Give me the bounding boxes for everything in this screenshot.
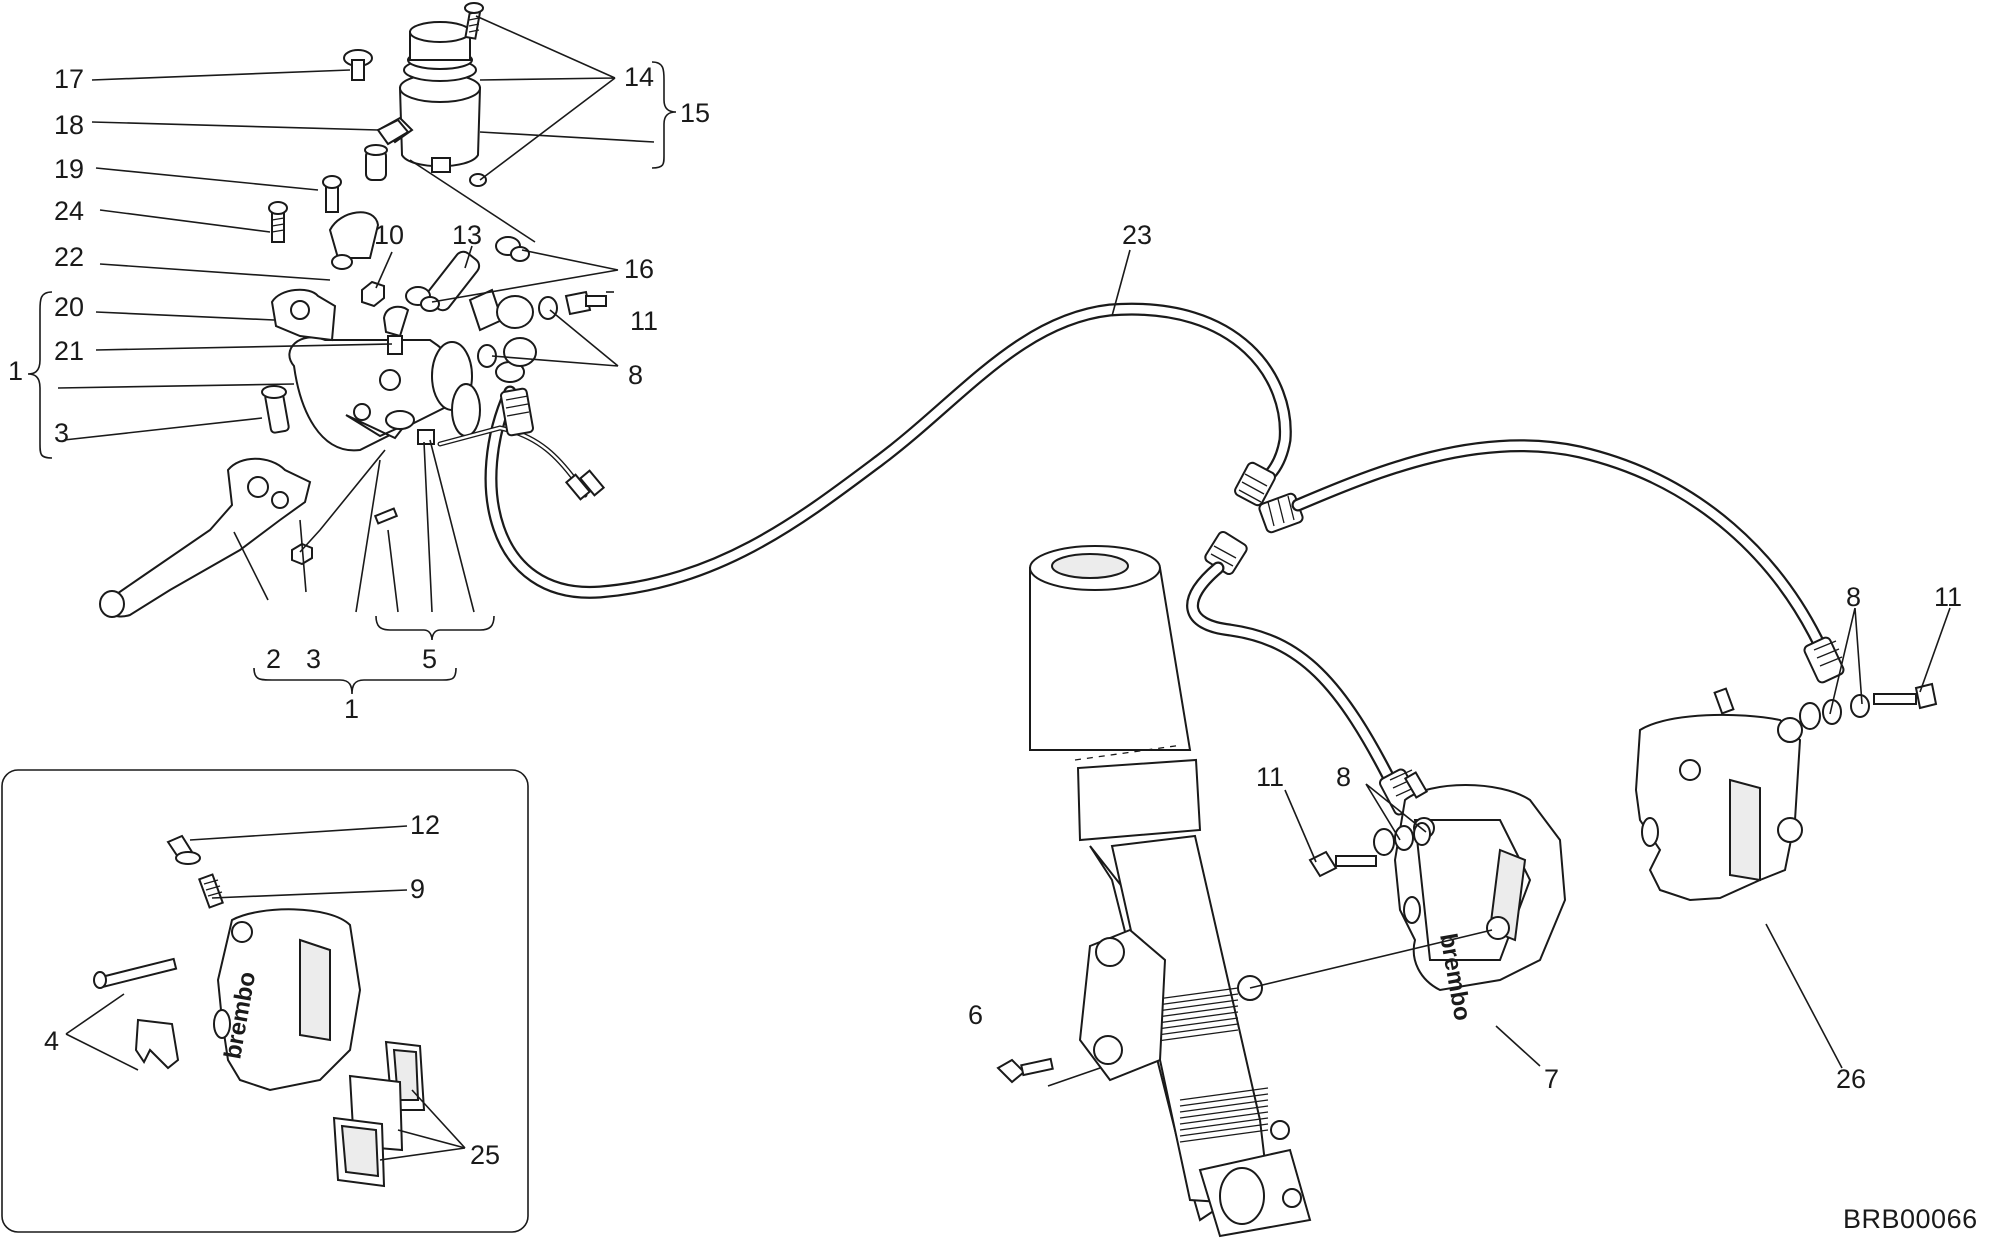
screw-19b bbox=[322, 175, 342, 213]
reservoir-screw-14 bbox=[464, 2, 484, 40]
caliper-26-washers-8 bbox=[1799, 694, 1870, 730]
callout-14: 14 bbox=[624, 62, 654, 92]
brake-hose-branch-right bbox=[1291, 439, 1845, 684]
callout-15: 15 bbox=[680, 98, 710, 128]
bolt-24 bbox=[268, 201, 288, 243]
brake-hose-splitter bbox=[1204, 461, 1304, 576]
callout-11-top: 11 bbox=[630, 306, 658, 336]
clip-16b bbox=[495, 236, 530, 262]
callout-22: 22 bbox=[54, 242, 84, 272]
clamp-20 bbox=[270, 288, 337, 342]
caliper-7-bolt-11 bbox=[1308, 850, 1377, 878]
fork-spring-coil-upper bbox=[1149, 987, 1269, 1143]
callout-labels: 17 18 19 24 22 20 21 1 3 14 15 10 13 16 … bbox=[8, 62, 1978, 1234]
bracket-18 bbox=[376, 118, 410, 146]
inset-pin-4 bbox=[93, 957, 178, 989]
callout-17: 17 bbox=[54, 64, 84, 94]
bolt-11-top bbox=[564, 290, 607, 316]
brake-hose-branch-left bbox=[1186, 561, 1421, 816]
callout-25: 25 bbox=[470, 1140, 500, 1170]
callout-3-bottom: 3 bbox=[306, 644, 321, 674]
caliper-mount-bolt-6 bbox=[996, 1057, 1054, 1084]
brake-caliper-26 bbox=[1634, 713, 1803, 902]
brake-caliper-7: brembo bbox=[1393, 784, 1567, 1023]
callout-21: 21 bbox=[54, 336, 84, 366]
callout-19: 19 bbox=[54, 154, 84, 184]
screw-17 bbox=[343, 49, 373, 81]
callout-20: 20 bbox=[54, 292, 84, 322]
caliper-26-bleeder bbox=[1713, 687, 1735, 715]
inset-spring-clip-4 bbox=[134, 1018, 180, 1070]
drawing-code: BRB00066 bbox=[1843, 1204, 1978, 1234]
grommet-19 bbox=[364, 144, 388, 181]
callout-16: 16 bbox=[624, 254, 654, 284]
callout-5: 5 bbox=[422, 644, 437, 674]
callout-6: 6 bbox=[968, 1000, 983, 1030]
callout-13: 13 bbox=[452, 220, 482, 250]
pivot-bolt-3 bbox=[261, 385, 290, 434]
brake-lever-2 bbox=[99, 457, 312, 618]
group-brackets bbox=[27, 61, 677, 695]
brake-fluid-reservoir bbox=[380, 21, 487, 187]
callout-8-top: 8 bbox=[628, 360, 643, 390]
switch-5 bbox=[417, 429, 435, 445]
banjo-fitting-8 bbox=[495, 361, 534, 437]
callout-12: 12 bbox=[410, 810, 440, 840]
inset-caliper-detail: brembo bbox=[1, 769, 529, 1233]
callout-24: 24 bbox=[54, 196, 84, 226]
switch-screw-5 bbox=[373, 507, 399, 525]
caliper-26-bolt-11 bbox=[1873, 682, 1938, 710]
callout-3-left: 3 bbox=[54, 418, 69, 448]
brake-hose-main bbox=[484, 302, 1292, 599]
callout-18: 18 bbox=[54, 110, 84, 140]
callout-7: 7 bbox=[1544, 1064, 1559, 1094]
clip-16a bbox=[405, 286, 440, 312]
master-cylinder bbox=[288, 336, 481, 452]
callout-11-right: 11 bbox=[1934, 582, 1962, 612]
callout-9: 9 bbox=[410, 874, 425, 904]
caliper-7-bleeder bbox=[1403, 771, 1429, 799]
inset-caliper: brembo bbox=[213, 908, 362, 1092]
callout-23: 23 bbox=[1122, 220, 1152, 250]
callout-8-mid: 8 bbox=[1336, 762, 1351, 792]
callout-1-group: 1 bbox=[8, 356, 23, 386]
front-fork bbox=[1029, 545, 1312, 1238]
callout-4: 4 bbox=[44, 1026, 59, 1056]
caliper-7-washers-8 bbox=[1373, 822, 1431, 856]
leader-lines bbox=[57, 15, 1951, 1161]
callout-2: 2 bbox=[266, 644, 281, 674]
nut-10 bbox=[361, 280, 385, 308]
washers-8-top bbox=[477, 296, 558, 368]
stop-switch-wire bbox=[437, 425, 606, 501]
banjo-bolt-21 bbox=[382, 305, 410, 355]
callout-1-bottom: 1 bbox=[344, 694, 359, 724]
callout-10: 10 bbox=[374, 220, 404, 250]
callout-8-right: 8 bbox=[1846, 582, 1861, 612]
inset-bleeder-screw-9 bbox=[198, 873, 224, 909]
inset-brake-pads-25 bbox=[332, 1040, 426, 1188]
inset-bleeder-cap-12 bbox=[166, 834, 201, 865]
callout-11-mid: 11 bbox=[1256, 762, 1284, 792]
callout-26: 26 bbox=[1836, 1064, 1866, 1094]
clamp-22 bbox=[328, 211, 380, 270]
